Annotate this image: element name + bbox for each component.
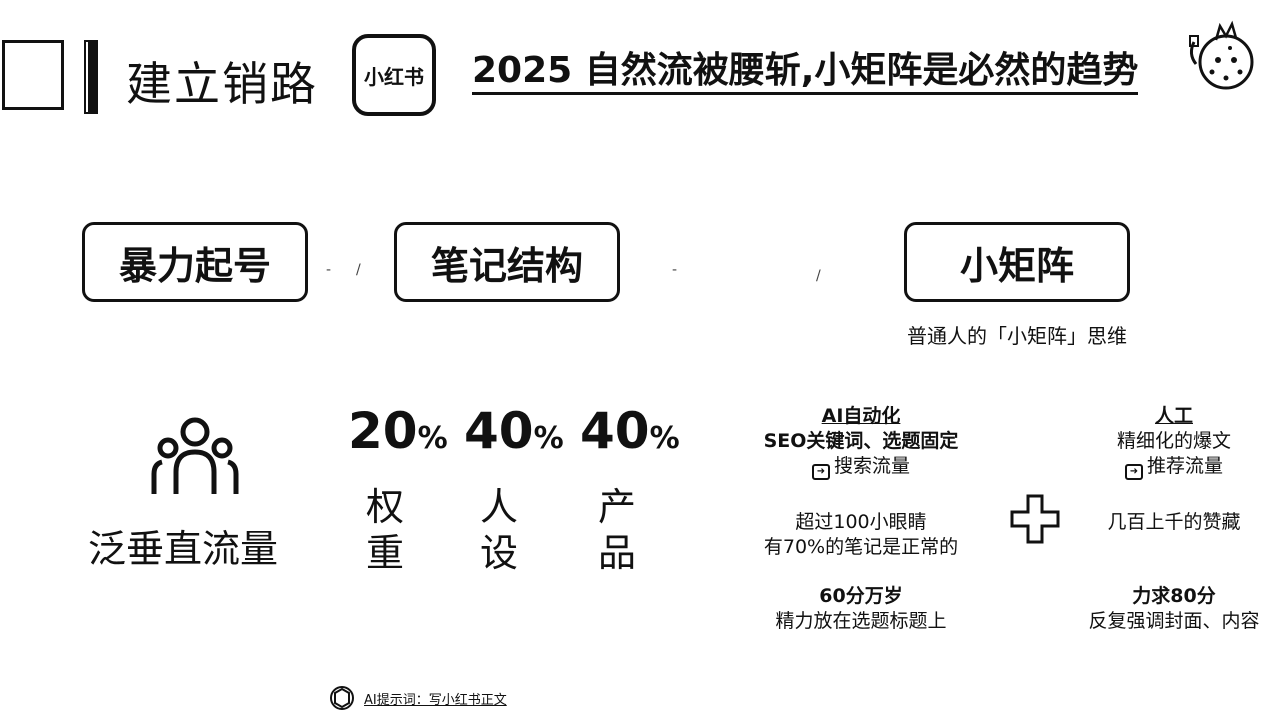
arrow-box-icon: ➜ (1124, 464, 1143, 480)
ratio-number: 40 (580, 402, 650, 460)
ai-column-score: 60分万岁 精力放在选题标题上 (740, 584, 982, 634)
ratio-label: 产品 (592, 484, 642, 576)
ai-column-header: AI自动化 (821, 405, 901, 427)
ratio-value: 40% (580, 402, 680, 460)
stage-box-1: 暴力起号 (82, 222, 308, 302)
manual-traffic-row: ➜推荐流量 (1064, 454, 1280, 480)
ratio-label-line: 权 (365, 485, 404, 529)
ratio-label-line: 品 (597, 531, 636, 575)
arrow-box-icon: ➜ (811, 464, 830, 480)
manual-focus: 反复强调封面、内容 (1088, 610, 1260, 632)
openai-logo-icon (330, 686, 354, 710)
plus-icon (1010, 494, 1060, 544)
people-icon (151, 417, 239, 494)
ratio-value: 20% (348, 402, 448, 460)
manual-column-score: 力求80分 反复强调封面、内容 (1064, 584, 1280, 634)
manual-score: 力求80分 (1132, 585, 1216, 607)
headline: 2025 自然流被腰斩,小矩阵是必然的趋势 (472, 50, 1139, 95)
ai-stat-line: 超过100小眼睛 (795, 511, 927, 533)
manual-column-stat: 几百上千的赞藏 (1064, 510, 1280, 535)
logo-text: 小红书 (364, 64, 424, 89)
manual-column-top: 人工 精细化的爆文 ➜推荐流量 (1064, 404, 1280, 480)
ratio-label: 权重 (360, 484, 410, 576)
stage-box-3: 小矩阵 (904, 222, 1130, 302)
ai-column-top: AI自动化 SEO关键词、选题固定 ➜搜索流量 (740, 404, 982, 480)
ai-traffic-label: 搜索流量 (833, 455, 910, 477)
ratio-unit: % (533, 421, 564, 456)
manual-column-line: 精细化的爆文 (1116, 430, 1231, 452)
flow-label: 泛垂直流量 (88, 527, 279, 571)
section-title: 建立销路 (126, 57, 318, 111)
ratio-number: 40 (464, 402, 534, 460)
connector-mark: - (326, 262, 332, 278)
manual-stat-line: 几百上千的赞藏 (1107, 511, 1241, 533)
stage-label: 笔记结构 (430, 243, 583, 288)
title-bar-decoration (84, 40, 98, 114)
stage-label: 暴力起号 (118, 243, 271, 288)
stage-box-2: 笔记结构 (394, 222, 620, 302)
ratio-unit: % (417, 421, 448, 456)
ai-column-stat: 超过100小眼睛 有70%的笔记是正常的 (740, 510, 982, 560)
ai-column-line: SEO关键词、选题固定 (763, 430, 959, 452)
ratio-value: 40% (464, 402, 564, 460)
ratio-number: 20 (348, 402, 418, 460)
manual-column-header: 人工 (1154, 405, 1193, 427)
ai-focus: 精力放在选题标题上 (775, 610, 947, 632)
ratio-label-line: 产 (597, 485, 636, 529)
ratio-label-line: 设 (479, 531, 518, 575)
connector-mark: / (816, 268, 821, 284)
title-square-decoration (2, 40, 64, 110)
manual-traffic-label: 推荐流量 (1146, 455, 1223, 477)
mascot-icon (1189, 20, 1254, 90)
connector-mark: / (356, 262, 361, 278)
stage-caption: 普通人的「小矩阵」思维 (907, 324, 1127, 348)
ratio-label: 人设 (474, 484, 524, 576)
ai-stat-line: 有70%的笔记是正常的 (763, 536, 959, 558)
ratio-label-line: 重 (365, 531, 404, 575)
xiaohongshu-logo: 小红书 (352, 34, 436, 116)
ratio-label-line: 人 (479, 485, 518, 529)
stage-label: 小矩阵 (959, 243, 1074, 288)
ai-prompt-footer: AI提示词：写小红书正文 (328, 684, 507, 712)
ratio-unit: % (649, 421, 680, 456)
ai-prompt-text: AI提示词：写小红书正文 (364, 692, 507, 708)
ai-score: 60分万岁 (819, 585, 903, 607)
connector-mark: - (672, 262, 678, 278)
ai-traffic-row: ➜搜索流量 (740, 454, 982, 480)
